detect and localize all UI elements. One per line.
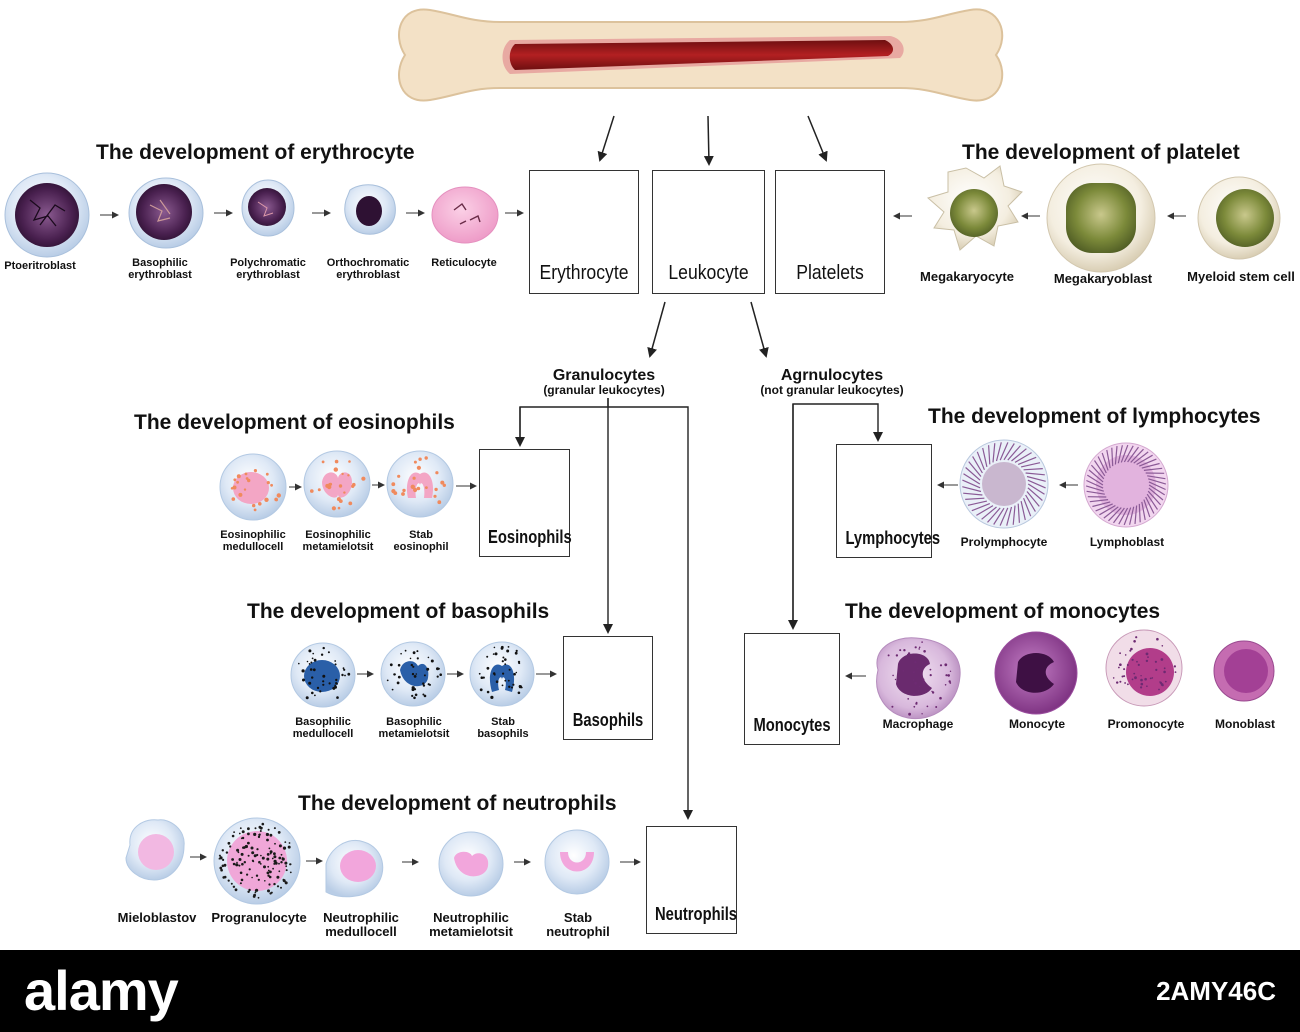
eosinophils-box-label: Eosinophils bbox=[488, 527, 572, 547]
erythrocyte-box: Erythrocyte bbox=[529, 170, 639, 294]
granulocytes-label: Granulocytes (granular leukocytes) bbox=[543, 368, 664, 398]
heading-platelet: The development of platelet bbox=[962, 141, 1240, 164]
platelet-chain-cells bbox=[926, 163, 1281, 273]
neutro-chain-cells bbox=[125, 817, 720, 905]
platelets-box: Platelets bbox=[775, 170, 885, 294]
cell-label-reticulocyte: Reticulocyte bbox=[431, 257, 497, 269]
heading-neutrophils: The development of neutrophils bbox=[298, 792, 617, 815]
granulocyte-tree-lines bbox=[515, 398, 693, 820]
lymphocytes-box: Lymphocytes bbox=[836, 444, 941, 558]
cell-label-polychromatic-erythroblast: Polychromatic erythroblast bbox=[230, 257, 306, 281]
platelets-box-label: Platelets bbox=[796, 262, 864, 284]
cell-label-prolymphocyte: Prolymphocyte bbox=[960, 535, 1048, 549]
cell-label-progranulocyte: Progranulocyte bbox=[211, 910, 307, 925]
cell-label-neutrophilic-metamielotsit: Neutrophilic metamielotsit bbox=[429, 910, 513, 939]
neutro-chain-arrows bbox=[190, 853, 641, 866]
cell-label-mieloblastov: Mieloblastov bbox=[117, 910, 197, 925]
bone-arrows bbox=[597, 115, 828, 166]
leukocyte-box: Leukocyte bbox=[652, 170, 765, 294]
heading-basophils: The development of basophils bbox=[247, 600, 550, 623]
cell-label-basophilic-metamielotsit: Basophilic metamielotsit bbox=[378, 716, 450, 740]
leukocyte-box-label: Leukocyte bbox=[668, 262, 749, 284]
agranulocytes-label: Agrnulocytes (not granular leukocytes) bbox=[760, 368, 903, 398]
neutrophils-box: Neutrophils bbox=[646, 826, 737, 934]
bone-illustration bbox=[398, 8, 1004, 102]
cell-label-stab-basophils: Stab basophils bbox=[477, 716, 529, 740]
erythro-chain-arrows bbox=[100, 209, 524, 219]
heading-monocytes: The development of monocytes bbox=[845, 600, 1161, 623]
neutrophils-box-label: Neutrophils bbox=[655, 904, 738, 924]
leukocyte-branch-arrows bbox=[647, 301, 769, 358]
cell-label-orthochromatic-erythroblast: Orthochromatic erythroblast bbox=[326, 257, 410, 281]
eosinophils-box: Eosinophils bbox=[479, 449, 572, 557]
erythrocyte-box-label: Erythrocyte bbox=[539, 262, 629, 284]
heading-lymphocytes: The development of lymphocytes bbox=[928, 405, 1261, 428]
cell-label-eosinophilic-medullocell: Eosinophilic medullocell bbox=[220, 529, 286, 553]
eosino-chain-arrows bbox=[289, 481, 477, 491]
granulocytes-subtitle: (granular leukocytes) bbox=[543, 383, 665, 397]
neutro-granules bbox=[218, 822, 292, 899]
cell-label-monoblast: Monoblast bbox=[1215, 717, 1275, 731]
heading-erythrocyte: The development of erythrocyte bbox=[96, 141, 415, 164]
cell-label-macrophage: Macrophage bbox=[882, 717, 954, 731]
cell-label-neutrophilic-medullocell: Neutrophilic medullocell bbox=[323, 910, 399, 939]
cell-label-megakaryocyte: Megakaryocyte bbox=[920, 269, 1014, 284]
alamy-logo: alamy bbox=[24, 959, 179, 1022]
erythro-chain-cells bbox=[4, 172, 499, 258]
stock-footer-bar: alamy 2AMY46C bbox=[0, 950, 1300, 1032]
basophils-box: Basophils bbox=[563, 636, 653, 740]
cell-label-eosinophilic-metamielotsit: Eosinophilic metamielotsit bbox=[302, 529, 374, 553]
cell-label-promonocyte: Promonocyte bbox=[1107, 717, 1185, 731]
granulocytes-title: Granulocytes bbox=[552, 367, 656, 384]
lymphocytes-box-label: Lymphocytes bbox=[845, 528, 941, 548]
monocytes-box: Monocytes bbox=[744, 633, 840, 745]
mono-granules bbox=[887, 636, 1177, 716]
cell-label-stab-neutrophil: Stab neutrophil bbox=[546, 910, 610, 939]
cell-label-lymphoblast: Lymphoblast bbox=[1089, 535, 1165, 549]
baso-granules bbox=[298, 645, 523, 700]
cell-label-ptoeritroblast: Ptoeritroblast bbox=[4, 260, 76, 272]
agranulocytes-title: Agrnulocytes bbox=[780, 367, 884, 384]
basophils-box-label: Basophils bbox=[572, 710, 644, 730]
cell-label-basophilic-medullocell: Basophilic medullocell bbox=[292, 716, 354, 740]
stock-image-id: 2AMY46C bbox=[1156, 976, 1276, 1006]
cell-label-basophilic-erythroblast: Basophilic erythroblast bbox=[128, 257, 192, 281]
agranulocyte-tree-lines bbox=[788, 403, 883, 630]
reticulocyte-cell bbox=[431, 186, 499, 244]
monocytes-box-label: Monocytes bbox=[753, 715, 831, 735]
cell-label-stab-eosinophil: Stab eosinophil bbox=[393, 529, 449, 553]
cell-label-monocyte: Monocyte bbox=[1008, 717, 1066, 731]
agranulocytes-subtitle: (not granular leukocytes) bbox=[760, 383, 904, 397]
cell-label-myeloid-stem-cell: Myeloid stem cell bbox=[1187, 269, 1295, 284]
heading-eosinophils: The development of eosinophils bbox=[134, 411, 455, 434]
cell-label-megakaryoblast: Megakaryoblast bbox=[1053, 271, 1153, 286]
hematopoiesis-diagram: The development of erythrocyte The devel… bbox=[4, 8, 1295, 939]
